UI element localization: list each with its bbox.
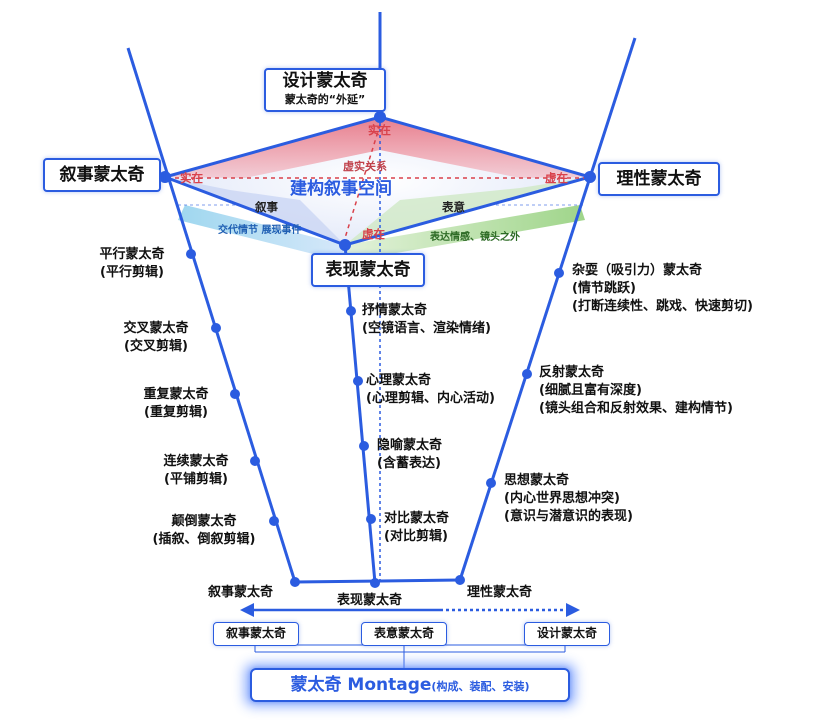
center-item-3: 隐喻蒙太奇(含蓄表达) bbox=[377, 438, 443, 471]
right-item-3: 思想蒙太奇(内心世界思想冲突)(意识与潜意识的表现) bbox=[504, 473, 633, 524]
dot-top bbox=[374, 111, 386, 123]
top-subtitle: 蒙太奇的“外延” bbox=[284, 93, 366, 106]
footer-sub: (构成、装配、安装) bbox=[431, 680, 530, 693]
bottom-box-right: 设计蒙太奇 bbox=[524, 622, 610, 646]
right-item-1: 杂耍（吸引力）蒙太奇(情节跳跃)(打断连续性、跳戏、快速剪切) bbox=[572, 263, 753, 314]
left-head-box: 叙事蒙太奇 bbox=[43, 158, 161, 192]
footer-box: 蒙太奇 Montage(构成、装配、安装) bbox=[250, 668, 570, 702]
dashed-label: 虚实关系 bbox=[343, 160, 387, 173]
top-box: 设计蒙太奇 蒙太奇的“外延” bbox=[264, 68, 386, 112]
footer-main: 蒙太奇 Montage bbox=[290, 675, 432, 695]
left-item-1: 平行蒙太奇(平行剪辑) bbox=[99, 247, 165, 280]
left-face-label: 叙事 bbox=[255, 200, 278, 214]
diamond-red-top bbox=[165, 117, 590, 178]
center-head-box: 表现蒙太奇 bbox=[311, 253, 425, 287]
band-left bbox=[178, 205, 345, 262]
center-item-1: 抒情蒙太奇(空镜语言、渲染情绪) bbox=[362, 303, 491, 336]
bottom-box-center: 表意蒙太奇 bbox=[361, 622, 447, 646]
dot-left bbox=[159, 171, 171, 183]
left-tag: 实在 bbox=[180, 171, 203, 185]
left-item-4: 连续蒙太奇(平铺剪辑) bbox=[163, 454, 229, 487]
dot-right bbox=[584, 171, 596, 183]
left-item-3: 重复蒙太奇(重复剪辑) bbox=[143, 387, 209, 420]
left-item-2: 交叉蒙太奇(交叉剪辑) bbox=[123, 321, 189, 354]
left-item-5: 颠倒蒙太奇(插叙、倒叙剪辑) bbox=[152, 514, 256, 547]
band-right bbox=[345, 205, 585, 262]
right-face-label: 表意 bbox=[442, 200, 465, 214]
center-item-2: 心理蒙太奇(心理剪辑、内心活动) bbox=[366, 373, 495, 406]
dot-center bbox=[339, 239, 351, 251]
base-left: 叙事蒙太奇 bbox=[208, 585, 274, 600]
band-left-label: 交代情节 展现事件 bbox=[218, 225, 302, 236]
top-tag: 实在 bbox=[368, 123, 391, 137]
band-right-label: 表达情感、镜头之外 bbox=[430, 232, 520, 243]
bottom-tag: 虚在 bbox=[362, 227, 385, 241]
base-right: 理性蒙太奇 bbox=[467, 585, 533, 600]
diamond-center-title: 建构叙事空间 bbox=[290, 179, 392, 199]
base-center: 表现蒙太奇 bbox=[337, 593, 403, 608]
center-item-4: 对比蒙太奇(对比剪辑) bbox=[384, 511, 450, 544]
top-title: 设计蒙太奇 bbox=[282, 71, 368, 91]
bottom-box-left: 叙事蒙太奇 bbox=[213, 622, 299, 646]
right-item-2: 反射蒙太奇(细腻且富有深度)(镜头组合和反射效果、建构情节) bbox=[539, 365, 733, 416]
right-head-box: 理性蒙太奇 bbox=[598, 162, 720, 196]
right-tag: 虚在 bbox=[545, 171, 568, 185]
